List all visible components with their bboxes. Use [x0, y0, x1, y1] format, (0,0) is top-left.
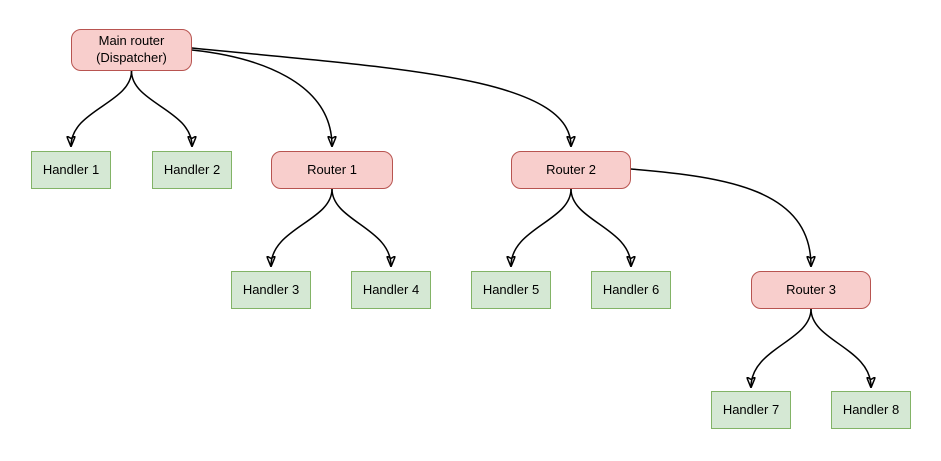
node-handler-1[interactable]: Handler 1 [31, 151, 111, 189]
node-handler-6[interactable]: Handler 6 [591, 271, 671, 309]
node-router-1[interactable]: Router 1 [271, 151, 393, 189]
node-handler-4[interactable]: Handler 4 [351, 271, 431, 309]
edge-router-2-to-router-3 [630, 168, 811, 266]
node-router-2[interactable]: Router 2 [511, 151, 631, 189]
edge-router-2-to-handler-6 [570, 188, 631, 266]
edge-main-to-router-1 [191, 49, 332, 146]
edge-router-1-to-handler-3 [271, 188, 333, 266]
node-router-3[interactable]: Router 3 [751, 271, 871, 309]
node-handler-7[interactable]: Handler 7 [711, 391, 791, 429]
edge-router-3-to-handler-8 [810, 308, 871, 387]
edge-main-to-handler-2 [130, 70, 193, 146]
node-main-router[interactable]: Main router (Dispatcher) [71, 29, 192, 71]
edge-main-to-handler-1 [71, 70, 133, 146]
node-handler-2[interactable]: Handler 2 [152, 151, 232, 189]
node-handler-3[interactable]: Handler 3 [231, 271, 311, 309]
edge-router-1-to-handler-4 [331, 188, 391, 266]
edge-router-2-to-handler-5 [511, 188, 572, 266]
node-handler-8[interactable]: Handler 8 [831, 391, 911, 429]
node-handler-5[interactable]: Handler 5 [471, 271, 551, 309]
edge-router-3-to-handler-7 [751, 308, 812, 387]
edge-main-to-router-2 [191, 47, 571, 146]
